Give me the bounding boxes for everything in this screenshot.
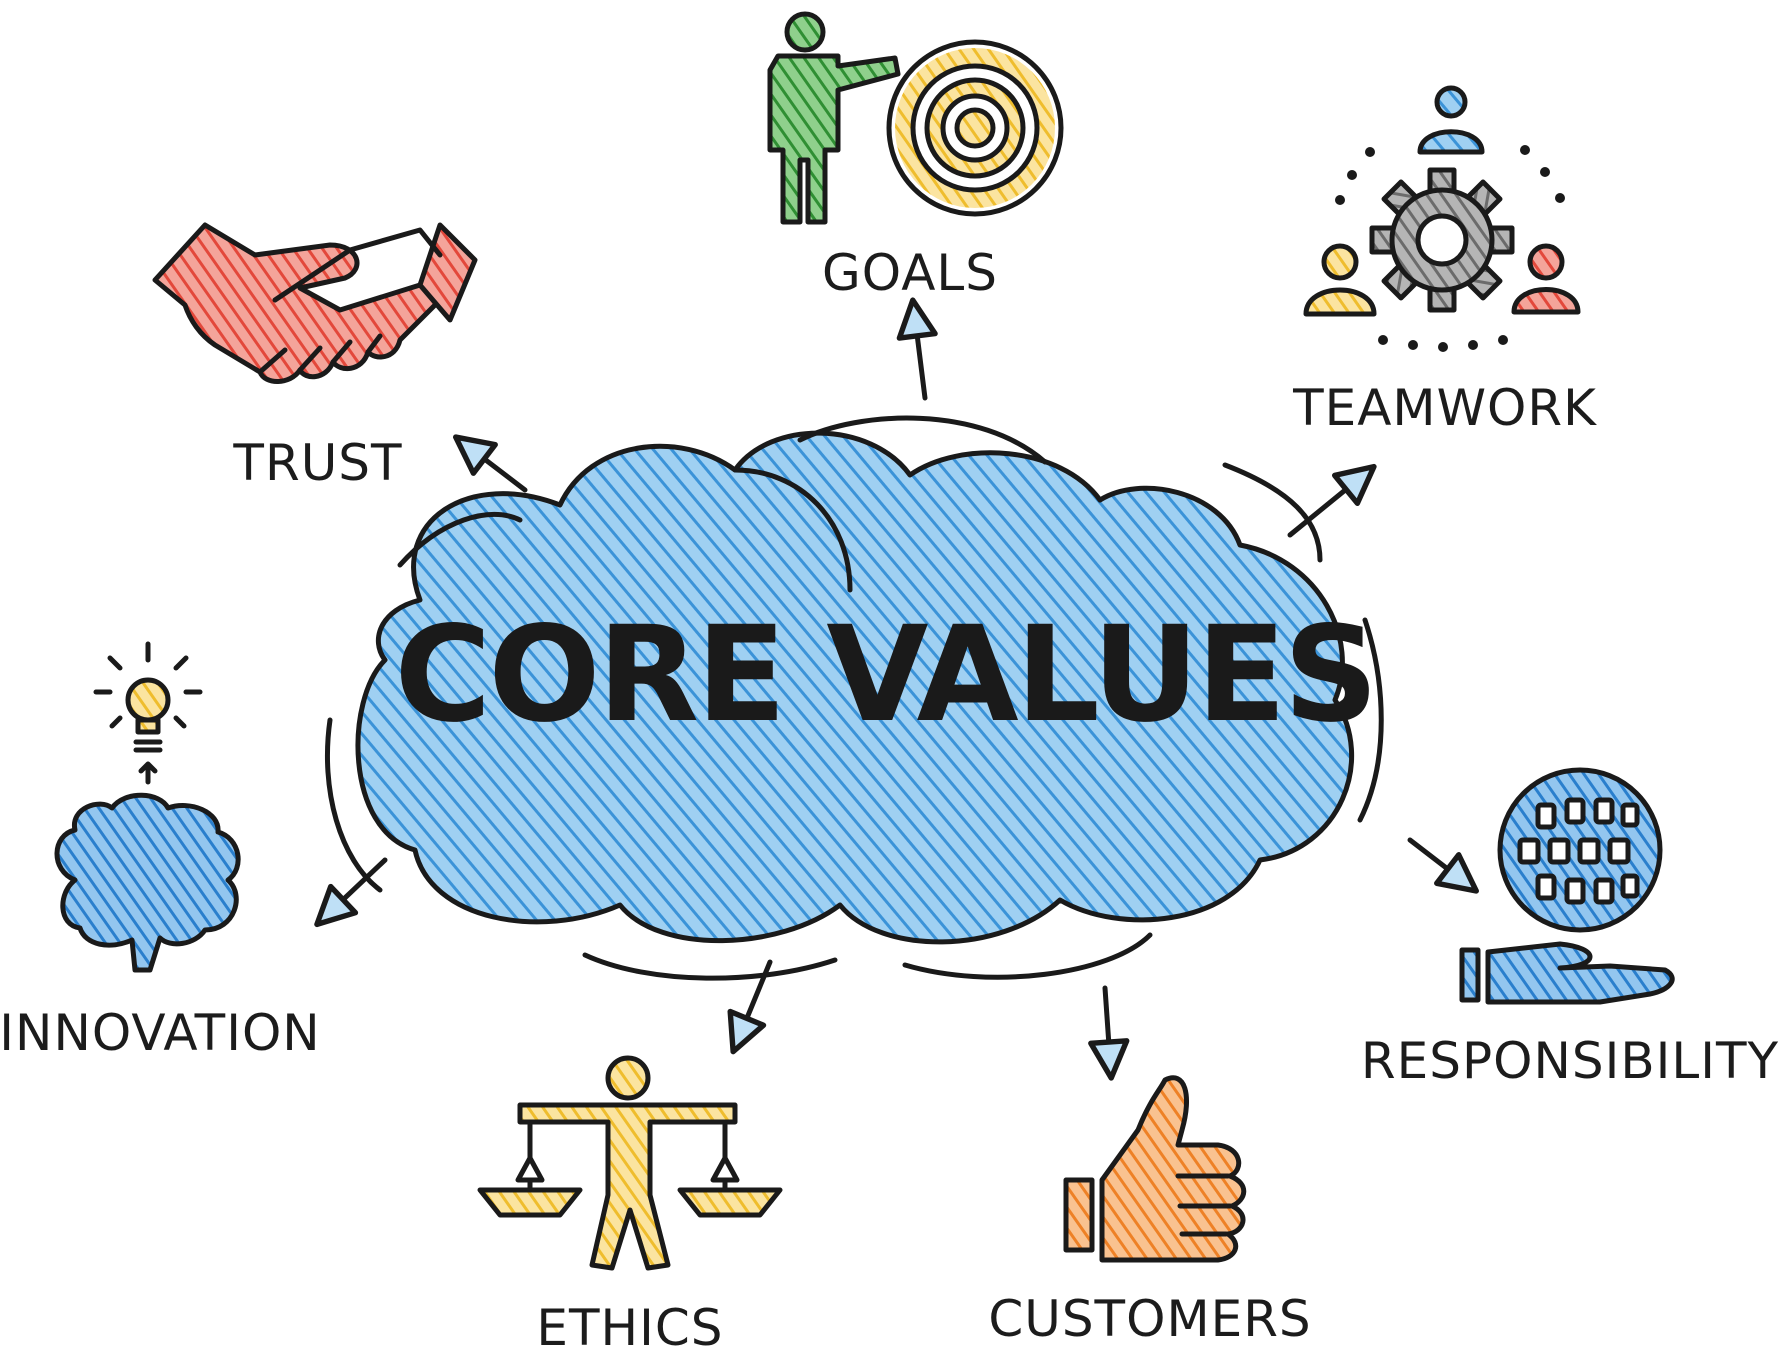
cloud-shell-top bbox=[797, 415, 1048, 465]
arrow-teamwork bbox=[1287, 463, 1377, 538]
innovation-group: INNOVATION bbox=[0, 641, 321, 1062]
thumbs-up-icon bbox=[1063, 1075, 1247, 1263]
arrow-customers bbox=[1088, 985, 1130, 1081]
cloud-shell-bottomright bbox=[902, 932, 1153, 980]
handshake-icon bbox=[152, 222, 478, 384]
cloud-inner-bump bbox=[732, 467, 853, 593]
customers-label: CUSTOMERS bbox=[988, 1290, 1311, 1348]
central-cloud: CORE VALUES bbox=[325, 415, 1384, 981]
scales-icon bbox=[477, 1055, 783, 1271]
customers-group: CUSTOMERS bbox=[988, 1075, 1311, 1348]
arrow-ethics bbox=[727, 959, 773, 1055]
goals-group: GOALS bbox=[767, 11, 1064, 302]
ethics-label: ETHICS bbox=[536, 1299, 723, 1350]
cloud-shell-topleft bbox=[397, 511, 523, 568]
arrow-goals bbox=[896, 297, 938, 401]
cloud-shell-bottomleft bbox=[582, 952, 838, 981]
cloud-shape bbox=[355, 430, 1354, 945]
responsibility-group: RESPONSIBILITY bbox=[1361, 767, 1779, 1090]
teamwork-group: TEAMWORK bbox=[1292, 85, 1597, 437]
core-values-title: CORE VALUES bbox=[394, 598, 1375, 752]
trust-group: TRUST bbox=[152, 222, 478, 492]
arrow-responsibility bbox=[1407, 837, 1479, 894]
responsibility-label: RESPONSIBILITY bbox=[1361, 1032, 1779, 1090]
globe-hand-icon bbox=[1459, 767, 1675, 1005]
trust-label: TRUST bbox=[232, 434, 402, 492]
arrows bbox=[314, 297, 1479, 1081]
cloud-shell-topright bbox=[1222, 462, 1323, 563]
arrow-innovation bbox=[314, 857, 388, 928]
teamwork-label: TEAMWORK bbox=[1292, 379, 1597, 437]
person-target-icon bbox=[767, 11, 1064, 225]
team-gear-icon bbox=[1303, 85, 1581, 352]
brain-lightbulb-icon bbox=[54, 641, 241, 973]
ethics-group: ETHICS bbox=[477, 1055, 783, 1350]
cloud-shell-right bbox=[1357, 617, 1384, 823]
arrow-trust bbox=[452, 434, 528, 493]
innovation-label: INNOVATION bbox=[0, 1004, 321, 1062]
goals-label: GOALS bbox=[822, 244, 998, 302]
